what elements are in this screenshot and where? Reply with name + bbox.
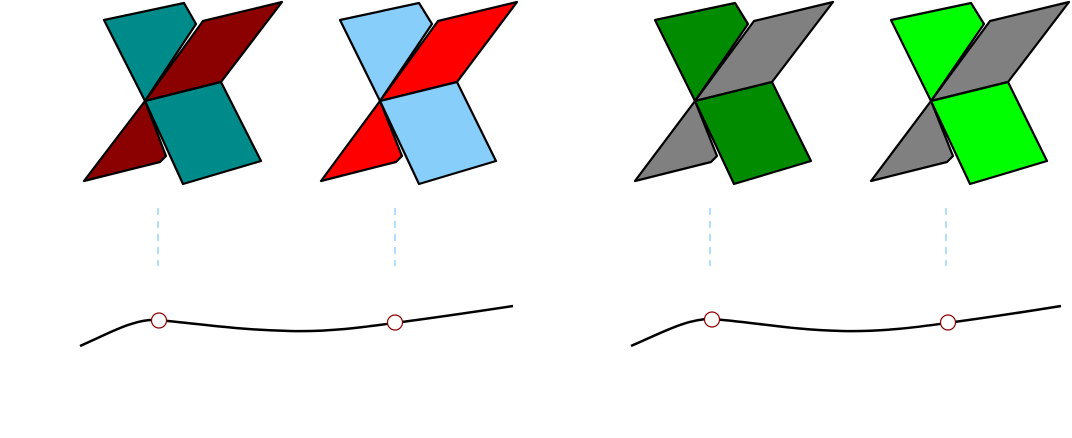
crossing-2-face-a-lower xyxy=(378,80,498,186)
crossing-marker-2 xyxy=(386,314,404,331)
curve-right xyxy=(630,304,1062,348)
crossing-2-face-b-lower xyxy=(319,99,404,183)
crossing-3-face-a-upper xyxy=(653,1,750,103)
crossing-3 xyxy=(633,0,835,186)
crossing-4-face-a-upper xyxy=(889,1,986,103)
crossing-3-face-b-lower xyxy=(633,99,719,183)
right-panel xyxy=(630,0,1071,348)
crossing-marker-3 xyxy=(703,311,721,328)
curve-left xyxy=(79,304,514,348)
crossing-3-face-a-lower xyxy=(693,80,813,186)
crossing-1-face-a-lower xyxy=(143,80,263,186)
crossing-1 xyxy=(82,0,284,186)
crossing-4 xyxy=(869,0,1071,186)
crossing-2-face-a-upper xyxy=(338,1,434,103)
crossing-1-face-b-lower xyxy=(82,99,168,183)
crossing-2 xyxy=(319,0,519,186)
crossing-marker-4 xyxy=(939,314,957,331)
crossing-1-face-a-upper xyxy=(102,1,198,103)
left-panel xyxy=(79,0,519,348)
crossing-4-face-b-lower xyxy=(869,99,955,183)
crossing-4-face-a-lower xyxy=(929,80,1049,186)
crossing-marker-1 xyxy=(150,312,168,329)
